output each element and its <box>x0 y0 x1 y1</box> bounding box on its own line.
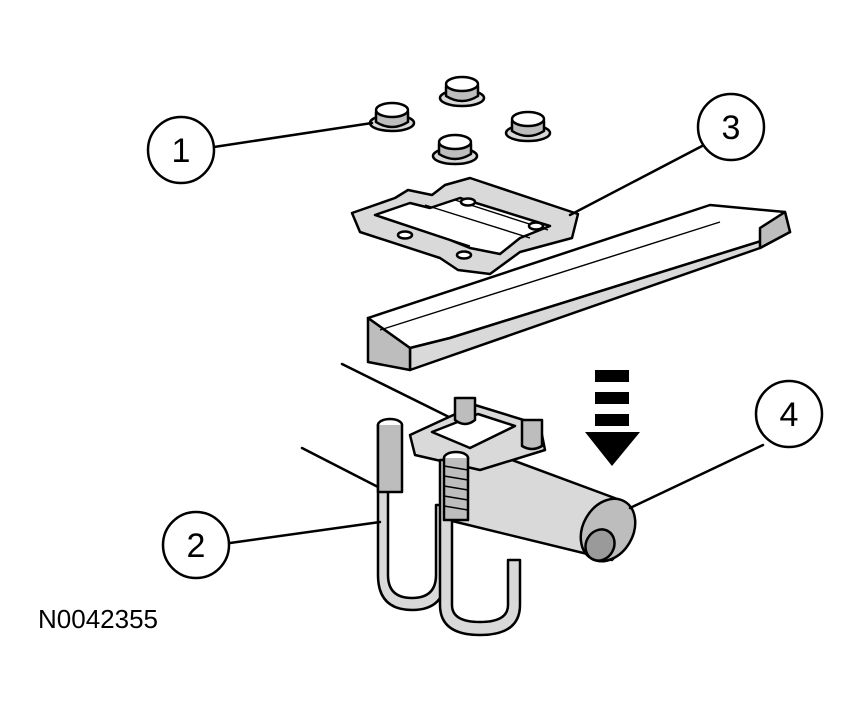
nuts-group <box>368 75 552 166</box>
leader-line-2 <box>228 520 382 545</box>
leaf-spring <box>366 203 792 372</box>
guide-line-lower <box>300 446 382 490</box>
nut-right <box>504 110 552 143</box>
callout-2: 2 <box>161 510 231 580</box>
callout-2-label: 2 <box>187 527 206 565</box>
u-bolt-front <box>438 450 522 637</box>
callout-3: 3 <box>696 92 766 162</box>
figure-id: N0042355 <box>38 604 158 634</box>
axle <box>446 438 637 563</box>
callout-3-label: 3 <box>722 109 741 147</box>
leader-line-4 <box>628 443 765 510</box>
leader-line-1 <box>212 121 374 149</box>
install-direction-arrow <box>585 370 640 466</box>
callout-1-label: 1 <box>172 132 191 170</box>
guide-line-upper <box>340 362 457 422</box>
spring-seat <box>408 396 547 472</box>
callout-4: 4 <box>754 379 824 449</box>
spring-plate <box>350 176 580 276</box>
nut-top <box>438 75 486 108</box>
callout-1: 1 <box>146 115 216 185</box>
callout-4-label: 4 <box>780 396 799 434</box>
leader-line-3 <box>568 143 706 217</box>
nut-left <box>368 101 416 133</box>
nut-bottom <box>431 133 479 166</box>
